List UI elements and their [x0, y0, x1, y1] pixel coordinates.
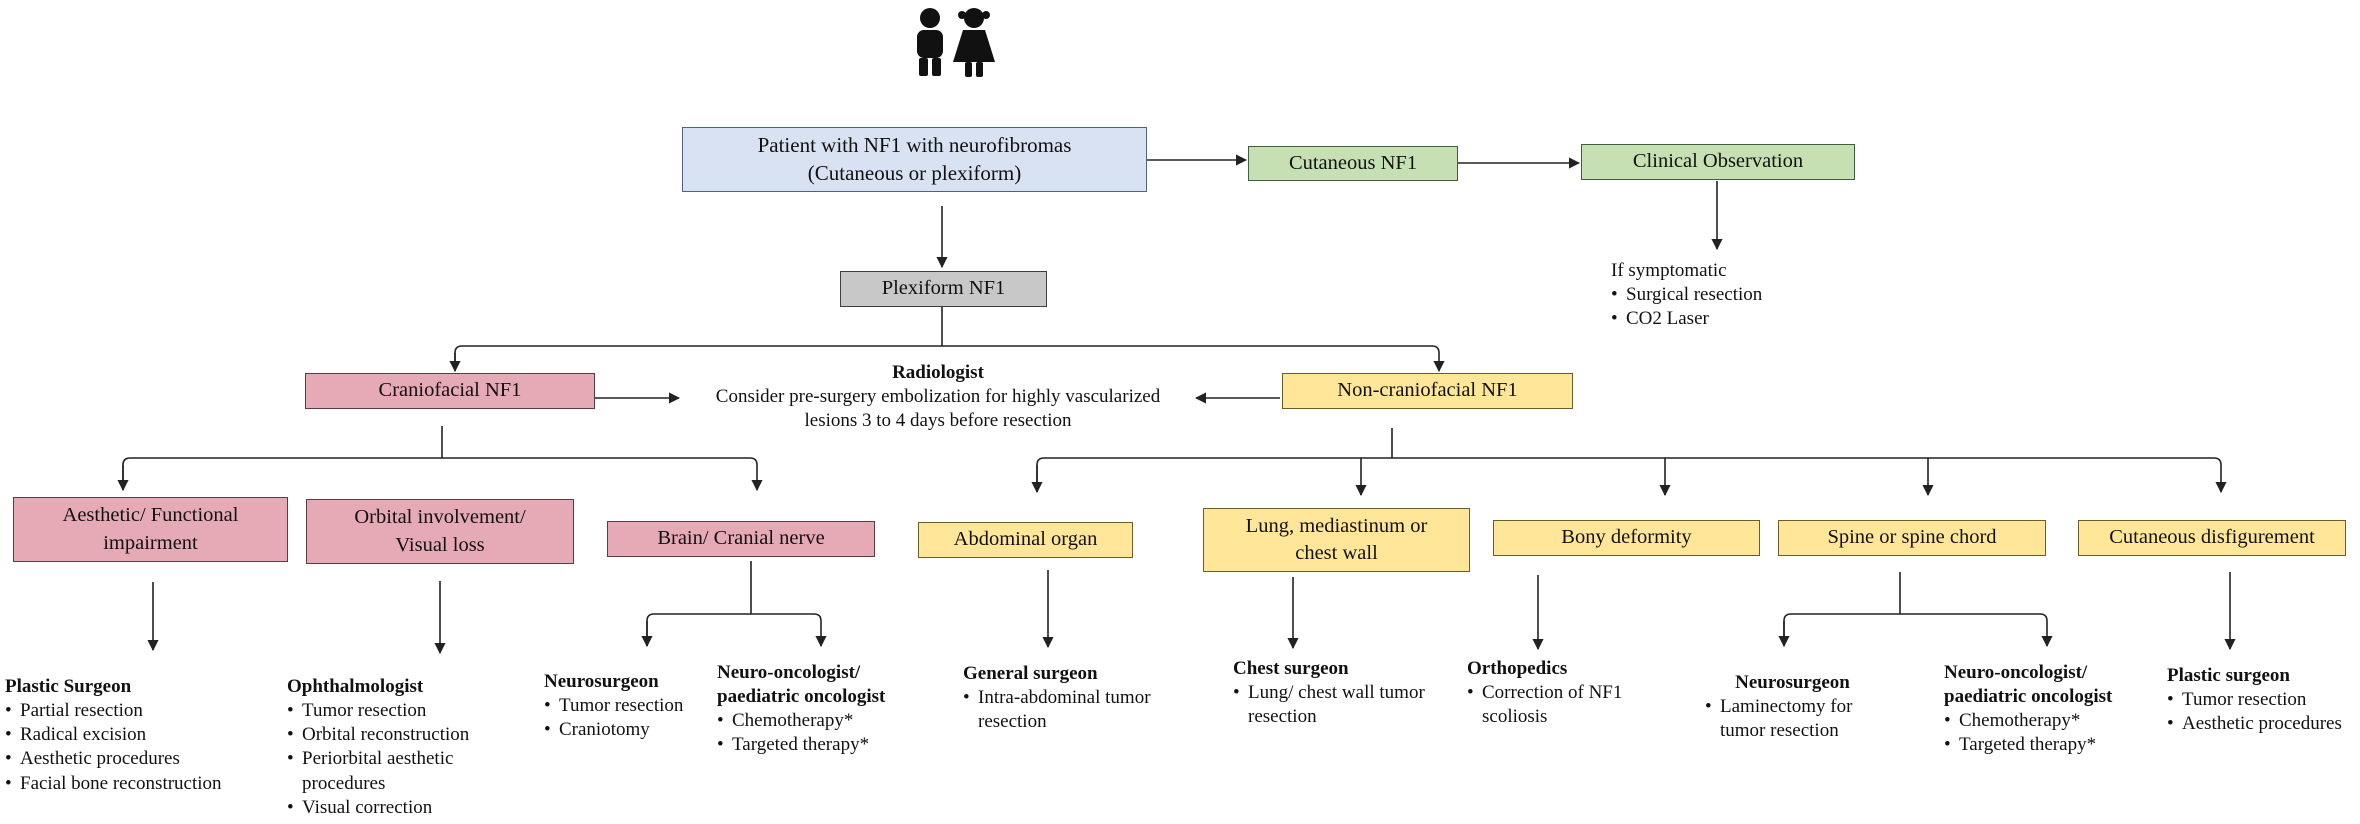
symptomatic-item: Surgical resection	[1611, 283, 1762, 307]
neurosurgeon2-title: Neurosurgeon	[1735, 672, 1850, 693]
lung-box: Lung, mediastinum or chest wall	[1203, 508, 1470, 572]
orbital-box: Orbital involvement/ Visual loss	[306, 499, 574, 564]
oncologist1-item: Chemotherapy*	[717, 709, 885, 733]
orthopedics: Orthopedics Correction of NF1 scoliosis	[1467, 657, 1657, 729]
oncologist1-title1: Neuro-oncologist/	[717, 662, 861, 683]
brain-label: Brain/ Cranial nerve	[657, 527, 825, 550]
oncologist2-title2: paediatric oncologist	[1944, 686, 2113, 708]
patient-line2: (Cutaneous or plexiform)	[807, 160, 1022, 185]
oncologist2-item: Targeted therapy*	[1944, 733, 2112, 757]
cutaneous-nf1-label: Cutaneous NF1	[1288, 151, 1418, 174]
ophthalmologist-item: Orbital reconstruction	[287, 723, 497, 747]
neurosurgeon1-item: Craniotomy	[544, 718, 683, 742]
symptomatic-lead: If symptomatic	[1611, 260, 1727, 281]
cutaneous-disfigurement-box: Cutaneous disfigurement	[2078, 520, 2346, 556]
aesthetic-functional-box: Aesthetic/ Functional impairment	[13, 497, 288, 562]
plastic1-item: Partial resection	[5, 699, 222, 723]
bony-label: Bony deformity	[1561, 526, 1692, 549]
plexiform-nf1-box: Plexiform NF1	[840, 271, 1047, 307]
chest-surgeon: Chest surgeon Lung/ chest wall tumor res…	[1233, 657, 1448, 729]
neurosurgeon2-item: Laminectomy for tumor resection	[1705, 695, 1880, 743]
neurosurgeon-1: Neurosurgeon Tumor resection Craniotomy	[544, 670, 683, 743]
general-item: Intra-abdominal tumor resection	[963, 686, 1188, 734]
neurosurgeon1-title: Neurosurgeon	[544, 671, 659, 692]
plexiform-nf1-label: Plexiform NF1	[881, 277, 1006, 300]
abdominal-label: Abdominal organ	[953, 528, 1098, 551]
radiologist-line1: Consider pre-surgery embolization for hi…	[715, 386, 1161, 408]
aesthetic-line2: impairment	[103, 531, 198, 554]
ophthalmologist-item: Tumor resection	[287, 699, 497, 723]
plastic2-title: Plastic surgeon	[2167, 665, 2290, 686]
ophthalmologist: Ophthalmologist Tumor resection Orbital …	[287, 675, 497, 820]
lung-line2: chest wall	[1295, 542, 1378, 564]
chest-item: Lung/ chest wall tumor resection	[1233, 681, 1448, 729]
clinical-observation-label: Clinical Observation	[1632, 150, 1804, 173]
abdominal-organ-box: Abdominal organ	[918, 522, 1133, 558]
symptomatic-item: CO2 Laser	[1611, 307, 1762, 331]
oncologist2-item: Chemotherapy*	[1944, 709, 2112, 733]
plastic2-item: Aesthetic procedures	[2167, 712, 2342, 736]
ortho-item: Correction of NF1 scoliosis	[1467, 681, 1657, 729]
spine-box: Spine or spine chord	[1778, 520, 2046, 556]
ophthalmologist-title: Ophthalmologist	[287, 676, 424, 697]
bony-deformity-box: Bony deformity	[1493, 520, 1760, 556]
aesthetic-line1: Aesthetic/ Functional	[62, 504, 239, 527]
neuro-oncologist-1: Neuro-oncologist/ paediatric oncologist …	[717, 661, 885, 758]
patient-line1: Patient with NF1 with neurofibromas	[757, 132, 1072, 157]
plastic1-item: Aesthetic procedures	[5, 747, 222, 771]
neurosurgeon1-item: Tumor resection	[544, 694, 683, 718]
radiologist-note: Radiologist Consider pre-surgery emboliz…	[680, 361, 1196, 433]
oncologist1-title2: paediatric oncologist	[717, 686, 886, 708]
plastic2-item: Tumor resection	[2167, 688, 2342, 712]
ophthalmologist-item: Periorbital aesthetic procedures	[287, 747, 497, 795]
symptomatic-note: If symptomatic Surgical resection CO2 La…	[1611, 259, 1762, 332]
general-title: General surgeon	[963, 663, 1098, 684]
plastic-surgeon-2: Plastic surgeon Tumor resection Aestheti…	[2167, 664, 2342, 737]
oncologist1-item: Targeted therapy*	[717, 733, 885, 757]
chest-title: Chest surgeon	[1233, 658, 1349, 679]
noncraniofacial-nf1-box: Non-craniofacial NF1	[1282, 373, 1573, 409]
radiologist-line2: lesions 3 to 4 days before resection	[804, 410, 1072, 432]
ortho-title: Orthopedics	[1467, 658, 1568, 679]
orbital-line1: Orbital involvement/	[354, 506, 526, 529]
plastic1-title: Plastic Surgeon	[5, 676, 132, 697]
plastic1-item: Facial bone reconstruction	[5, 772, 222, 796]
general-surgeon: General surgeon Intra-abdominal tumor re…	[963, 662, 1188, 734]
clinical-observation-box: Clinical Observation	[1581, 144, 1855, 180]
neuro-oncologist-2: Neuro-oncologist/ paediatric oncologist …	[1944, 661, 2112, 758]
ophthalmologist-item: Visual correction	[287, 796, 497, 820]
lung-line1: Lung, mediastinum or	[1245, 514, 1428, 537]
noncraniofacial-nf1-label: Non-craniofacial NF1	[1337, 379, 1518, 402]
orbital-line2: Visual loss	[395, 533, 485, 556]
plastic-surgeon-1: Plastic Surgeon Partial resection Radica…	[5, 675, 222, 796]
neurosurgeon-2: Neurosurgeon Laminectomy for tumor resec…	[1705, 671, 1880, 743]
radiologist-title: Radiologist	[892, 362, 984, 383]
craniofacial-nf1-box: Craniofacial NF1	[305, 373, 595, 409]
patient-box: Patient with NF1 with neurofibromas (Cut…	[682, 127, 1147, 192]
oncologist2-title1: Neuro-oncologist/	[1944, 662, 2088, 683]
craniofacial-nf1-label: Craniofacial NF1	[378, 379, 522, 402]
brain-cranial-nerve-box: Brain/ Cranial nerve	[607, 521, 875, 557]
spine-label: Spine or spine chord	[1827, 526, 1997, 549]
plastic1-item: Radical excision	[5, 723, 222, 747]
cutaneous-dis-label: Cutaneous disfigurement	[2109, 526, 2315, 549]
boy-and-girl-icon	[917, 8, 995, 77]
cutaneous-nf1-box: Cutaneous NF1	[1248, 146, 1458, 181]
